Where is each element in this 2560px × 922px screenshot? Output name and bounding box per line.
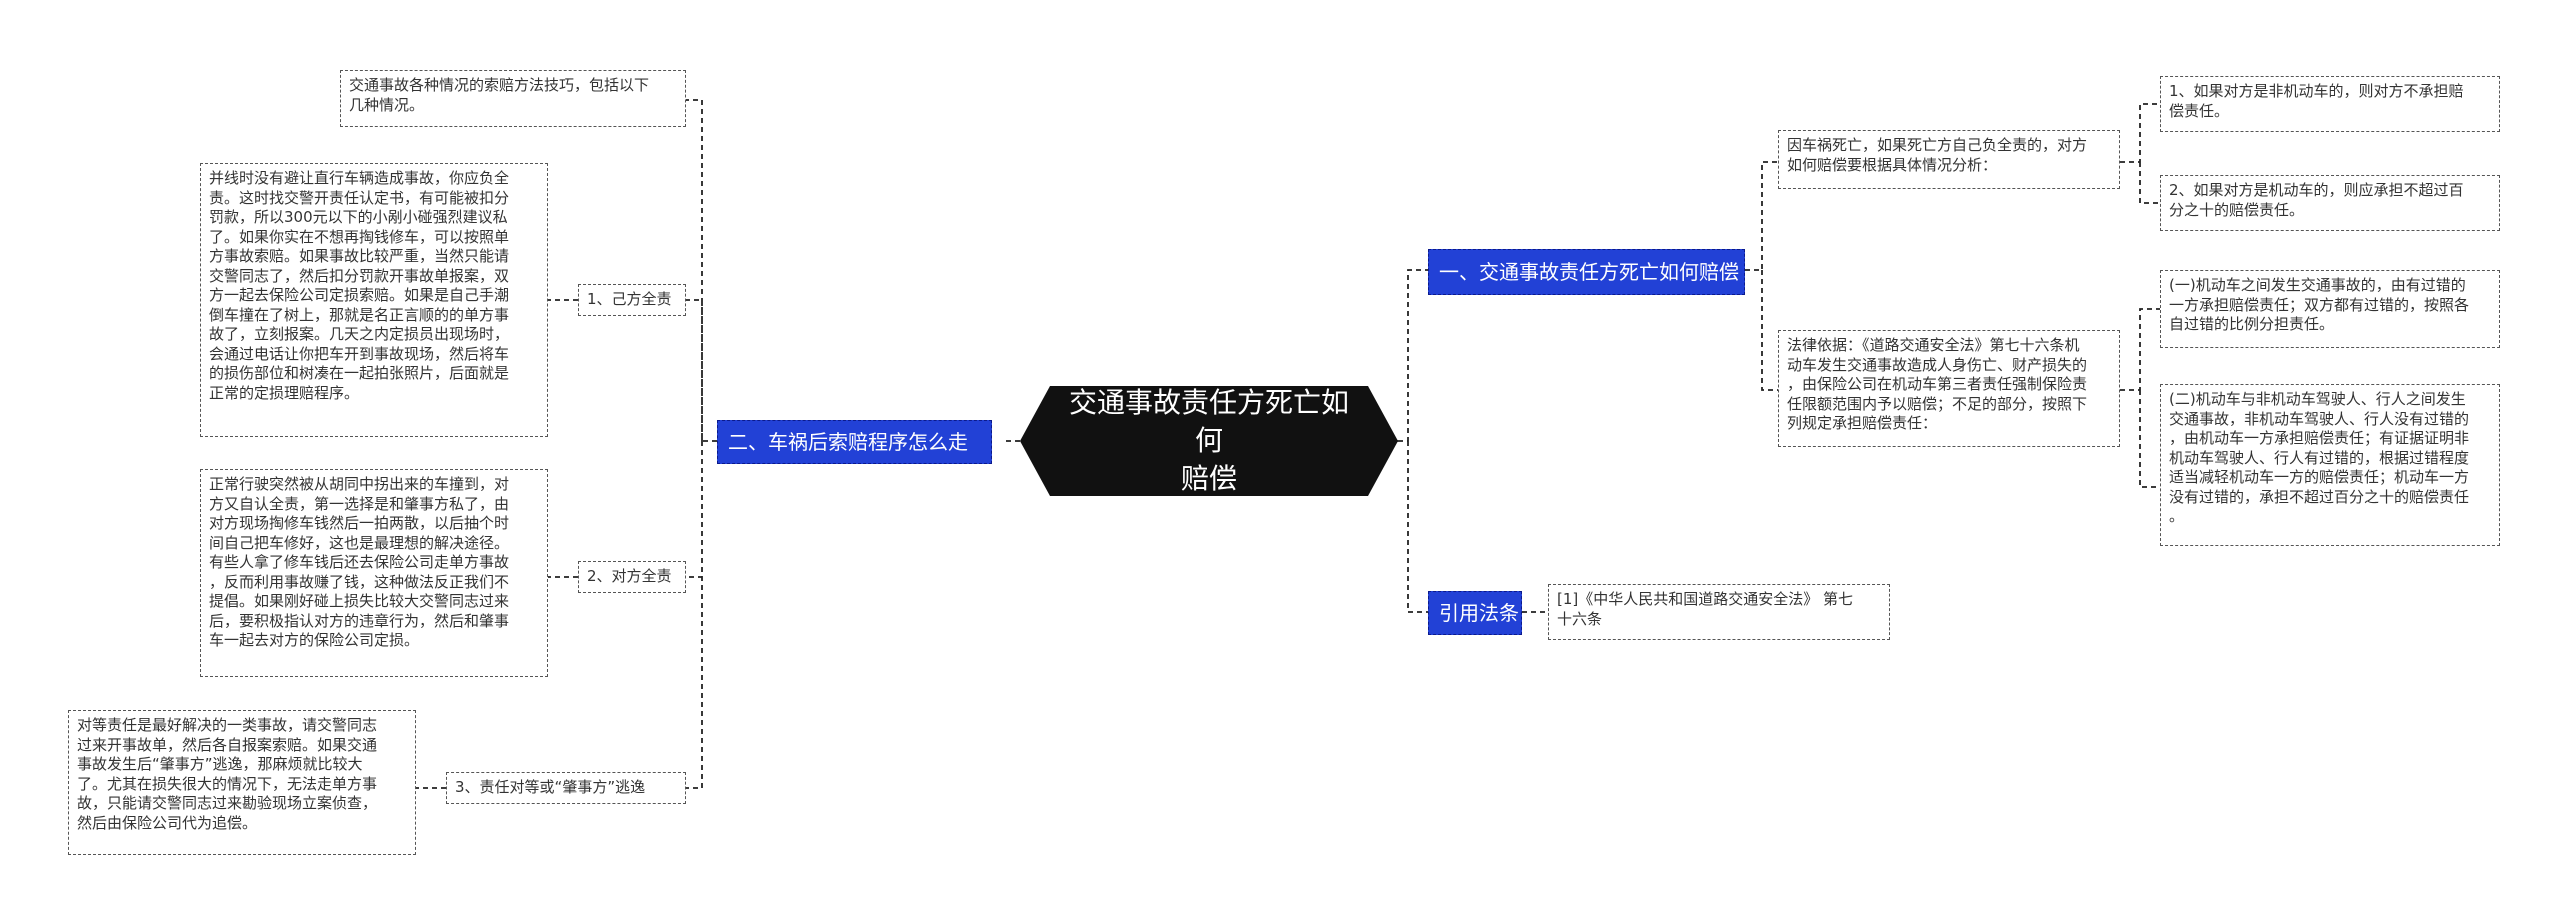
text-line: 有些人拿了修车钱后还去保险公司走单方事故 (209, 553, 510, 571)
text-line: 机动车驾驶人、行人有过错的，根据过错程度 (2169, 448, 2470, 467)
text-line: 后，要积极指认对方的违章行为，然后和肇事 (209, 611, 510, 630)
text-line: 法律依据：《道路交通安全法》第七十六条机 (1787, 336, 2080, 354)
text-line: (二)机动车与非机动车驾驶人、行人之间发生 (2169, 390, 2466, 408)
text-line: 分之十的赔偿责任。 (2169, 200, 2305, 219)
sub-label: 1、己方全责 (587, 290, 672, 308)
text-line: 2、如果对方是机动车的，则应承担不超过百 (2169, 181, 2464, 199)
leaf-vehicle-and-pedestrian[interactable]: (二)机动车与非机动车驾驶人、行人之间发生 交通事故，非机动车驾驶人、行人没有过… (2160, 384, 2500, 546)
text-line: ，反而利用事故赚了钱，这种做法反正我们不 (209, 572, 510, 591)
topic-self-fault-analysis[interactable]: 因车祸死亡，如果死亡方自己负全责的，对方 如何赔偿要根据具体情况分析： (1778, 130, 2120, 189)
topic-legal-basis[interactable]: 法律依据：《道路交通安全法》第七十六条机 动车发生交通事故造成人身伤亡、财产损失… (1778, 330, 2120, 447)
text-line: 自过错的比例分担责任。 (2169, 315, 2335, 333)
text-line: 方又自认全责，第一选择是和肇事方私了，由 (209, 494, 510, 513)
text-line: 故，只能请交警同志过来勘验现场立案侦查， (77, 794, 378, 812)
text-line: 提倡。如果刚好碰上损失比较大交警同志过来 (209, 592, 510, 610)
leaf-equal-fault-detail[interactable]: 对等责任是最好解决的一类事故，请交警同志 过来开事故单，然后各自报案索赔。如果交… (68, 710, 416, 855)
branch-label: 二、车祸后索赔程序怎么走 (728, 430, 968, 454)
leaf-claim-intro[interactable]: 交通事故各种情况的索赔方法技巧，包括以下 几种情况。 (340, 70, 686, 127)
leaf-law-reference[interactable]: [1]《中华人民共和国道路交通安全法》 第七 十六条 (1548, 584, 1890, 640)
text-line: 倒车撞在了树上，那就是名正言顺的的单方事 (209, 305, 510, 324)
text-line: 偿责任。 (2169, 101, 2230, 120)
text-line: 事故发生后“肇事方”逃逸，那麻烦就比较大 (77, 755, 363, 773)
text-line: 过来开事故单，然后各自报案索赔。如果交通 (77, 735, 378, 754)
central-topic-line: 交通事故责任方死亡如何 (1068, 386, 1349, 457)
text-line: 正常行驶突然被从胡同中拐出来的车撞到，对 (209, 475, 510, 493)
branch-death-compensation[interactable]: 一、交通事故责任方死亡如何赔偿 (1428, 249, 1745, 295)
central-topic-line: 赔偿 (1180, 462, 1237, 495)
text-line: (一)机动车之间发生交通事故的，由有过错的 (2169, 276, 2466, 294)
text-line: 任限额范围内予以赔偿；不足的部分，按照下 (1787, 394, 2088, 413)
text-line: ，由保险公司在机动车第三者责任强制保险责 (1787, 375, 2088, 393)
leaf-vehicles-between[interactable]: (一)机动车之间发生交通事故的，由有过错的 一方承担赔偿责任；双方都有过错的，按… (2160, 270, 2500, 348)
text-line: 的损伤部位和树凑在一起拍张照片，后面就是 (209, 364, 510, 382)
text-line: 交通事故各种情况的索赔方法技巧，包括以下 (349, 76, 650, 94)
sub-label: 3、责任对等或“肇事方”逃逸 (455, 778, 646, 796)
text-line: [1]《中华人民共和国道路交通安全法》 第七 (1557, 590, 1854, 608)
text-line: 交通事故，非机动车驾驶人、行人没有过错的 (2169, 409, 2470, 428)
text-line: 了。如果你实在不想再掏钱修车，可以按照单 (209, 227, 510, 246)
leaf-other-full-fault-detail[interactable]: 正常行驶突然被从胡同中拐出来的车撞到，对 方又自认全责，第一选择是和肇事方私了，… (200, 469, 548, 677)
text-line: 对等责任是最好解决的一类事故，请交警同志 (77, 716, 378, 734)
text-line: 十六条 (1557, 609, 1603, 628)
sub-equal-fault-or-escape[interactable]: 3、责任对等或“肇事方”逃逸 (446, 772, 686, 804)
text-line: 然后由保险公司代为追偿。 (77, 813, 258, 832)
text-line: 正常的定损理赔程序。 (209, 383, 360, 402)
text-line: 因车祸死亡，如果死亡方自己负全责的，对方 (1787, 136, 2088, 154)
text-line: 故了，立刻报案。几天之内定损员出现场时， (209, 325, 510, 343)
text-line: 没有过错的，承担不超过百分之十的赔偿责任 (2169, 487, 2470, 506)
text-line: 并线时没有避让直行车辆造成事故，你应负全 (209, 169, 510, 187)
sub-other-full-fault[interactable]: 2、对方全责 (578, 561, 686, 593)
text-line: 如何赔偿要根据具体情况分析： (1787, 155, 1998, 174)
leaf-self-full-fault-detail[interactable]: 并线时没有避让直行车辆造成事故，你应负全 责。这时找交警开责任认定书，有可能被扣… (200, 163, 548, 437)
leaf-non-motor-vehicle[interactable]: 1、如果对方是非机动车的，则对方不承担赔 偿责任。 (2160, 76, 2500, 132)
central-topic[interactable]: 交通事故责任方死亡如何 赔偿 (1020, 386, 1398, 496)
text-line: 1、如果对方是非机动车的，则对方不承担赔 (2169, 82, 2464, 100)
text-line: 责。这时找交警开责任认定书，有可能被扣分 (209, 188, 510, 207)
text-line: 动车发生交通事故造成人身伤亡、财产损失的 (1787, 355, 2088, 374)
text-line: 适当减轻机动车一方的赔偿责任；机动车一方 (2169, 468, 2470, 486)
leaf-motor-vehicle[interactable]: 2、如果对方是机动车的，则应承担不超过百 分之十的赔偿责任。 (2160, 175, 2500, 231)
text-line: 方事故索赔。如果事故比较严重，当然只能请 (209, 247, 510, 265)
text-line: 会通过电话让你把车开到事故现场，然后将车 (209, 344, 510, 363)
sub-self-full-fault[interactable]: 1、己方全责 (578, 284, 686, 316)
text-line: 间自己把车修好，这也是最理想的解决途径。 (209, 533, 510, 552)
branch-label: 一、交通事故责任方死亡如何赔偿 (1439, 260, 1739, 284)
text-line: 罚款，所以300元以下的小剐小碰强烈建议私 (209, 208, 508, 226)
branch-cited-law[interactable]: 引用法条 (1428, 591, 1522, 635)
text-line: 。 (2169, 507, 2185, 525)
text-line: 车一起去对方的保险公司定损。 (209, 631, 420, 649)
text-line: 几种情况。 (349, 95, 425, 114)
text-line: 方一起去保险公司定损索赔。如果是自己手潮 (209, 286, 510, 304)
text-line: 一方承担赔偿责任；双方都有过错的，按照各 (2169, 295, 2470, 314)
branch-claim-procedure[interactable]: 二、车祸后索赔程序怎么走 (717, 420, 992, 464)
branch-label: 引用法条 (1439, 601, 1519, 625)
text-line: ，由机动车一方承担赔偿责任；有证据证明非 (2169, 429, 2470, 447)
text-line: 列规定承担赔偿责任： (1787, 414, 1938, 432)
sub-label: 2、对方全责 (587, 567, 672, 585)
text-line: 交警同志了，然后扣分罚款开事故单报案，双 (209, 266, 510, 285)
text-line: 了。尤其在损失很大的情况下，无法走单方事 (77, 774, 378, 793)
text-line: 对方现场掏修车钱然后一拍两散，以后抽个时 (209, 514, 510, 532)
